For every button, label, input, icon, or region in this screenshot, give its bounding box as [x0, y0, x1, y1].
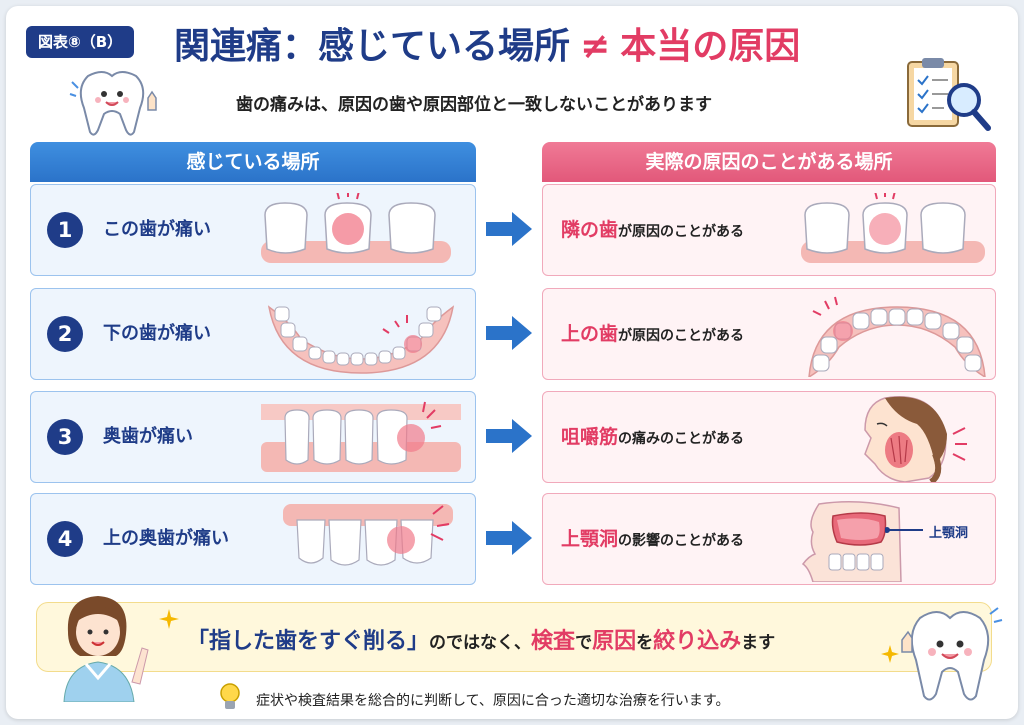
cause-text: 咀嚼筋の痛みのことがある — [561, 426, 745, 448]
sparkle-icon — [159, 609, 179, 629]
lightbulb-icon — [220, 683, 240, 709]
sparkle-icon — [881, 645, 899, 663]
felt-card-2: 2 下の歯が痛い — [30, 288, 476, 380]
felt-card-3: 3 奥歯が痛い — [30, 391, 476, 483]
nurse-icon — [63, 596, 149, 702]
page-subtitle: 歯の痛みは、原因の歯や原因部位と一致しないことがあります — [236, 95, 712, 115]
cause-card-1: 隣の歯が原因のことがある — [542, 184, 996, 276]
masseter-face-illustration — [864, 396, 967, 482]
column-header-felt: 感じている場所 — [30, 142, 476, 182]
cause-text: 上の歯が原因のことがある — [561, 323, 745, 345]
felt-text: この歯が痛い — [103, 219, 211, 240]
sinus-pointer-line — [885, 527, 923, 533]
cause-text: 上顎洞の影響のことがある — [561, 528, 745, 550]
arrow-right-icon — [486, 419, 532, 453]
felt-card-4: 4 上の奥歯が痛い — [30, 493, 476, 585]
felt-card-1: 1 この歯が痛い — [30, 184, 476, 276]
cause-card-4: 上顎洞の影響のことがある 上顎洞 — [542, 493, 996, 585]
lower-jaw-illustration — [267, 305, 455, 374]
column-header-cause: 実際の原因のことがある場所 — [542, 142, 996, 182]
felt-text: 下の歯が痛い — [103, 323, 211, 344]
row-number: 1 — [47, 212, 83, 248]
teeth-row-illustration — [261, 193, 451, 263]
cause-text: 隣の歯が原因のことがある — [561, 219, 745, 241]
upper-jaw-illustration — [808, 296, 986, 377]
cause-card-3: 咀嚼筋の痛みのことがある — [542, 391, 996, 483]
molars-illustration — [261, 401, 461, 472]
tooth-mascot-icon — [69, 71, 157, 136]
conclusion-banner: 「指した歯をすぐ削る」のではなく、検査で原因を絞り込みます — [36, 602, 992, 672]
magnifier-icon — [947, 83, 981, 117]
felt-text: 上の奥歯が痛い — [103, 528, 229, 549]
row-number: 4 — [47, 521, 83, 557]
clipboard-icon — [907, 58, 991, 131]
sinus-label: 上顎洞 — [929, 526, 969, 541]
cause-card-2: 上の歯が原因のことがある — [542, 288, 996, 380]
felt-text: 奥歯が痛い — [103, 426, 193, 447]
figure-badge: 図表⑧（B） — [26, 26, 135, 58]
arrow-right-icon — [486, 316, 532, 350]
upper-molars-illustration — [283, 504, 453, 566]
page-title: 関連痛：感じている場所≠本当の原因 — [174, 26, 801, 67]
infographic-page: 図表⑧（B） 関連痛：感じている場所≠本当の原因 歯の痛みは、原因の歯や原因部位… — [6, 6, 1018, 719]
maxillary-sinus-illustration — [801, 501, 902, 582]
arrow-right-icon — [486, 521, 532, 555]
teeth-row-illustration — [801, 193, 985, 263]
row-number: 3 — [47, 419, 83, 455]
row-number: 2 — [47, 316, 83, 352]
footnote: 症状や検査結果を総合的に判断して、原因に合った適切な治療を行います。 — [256, 693, 730, 709]
arrow-right-icon — [486, 212, 532, 246]
tooth-mascot-icon — [901, 607, 1003, 701]
conclusion-text: 「指した歯をすぐ削る」のではなく、検査で原因を絞り込みます — [187, 629, 776, 654]
